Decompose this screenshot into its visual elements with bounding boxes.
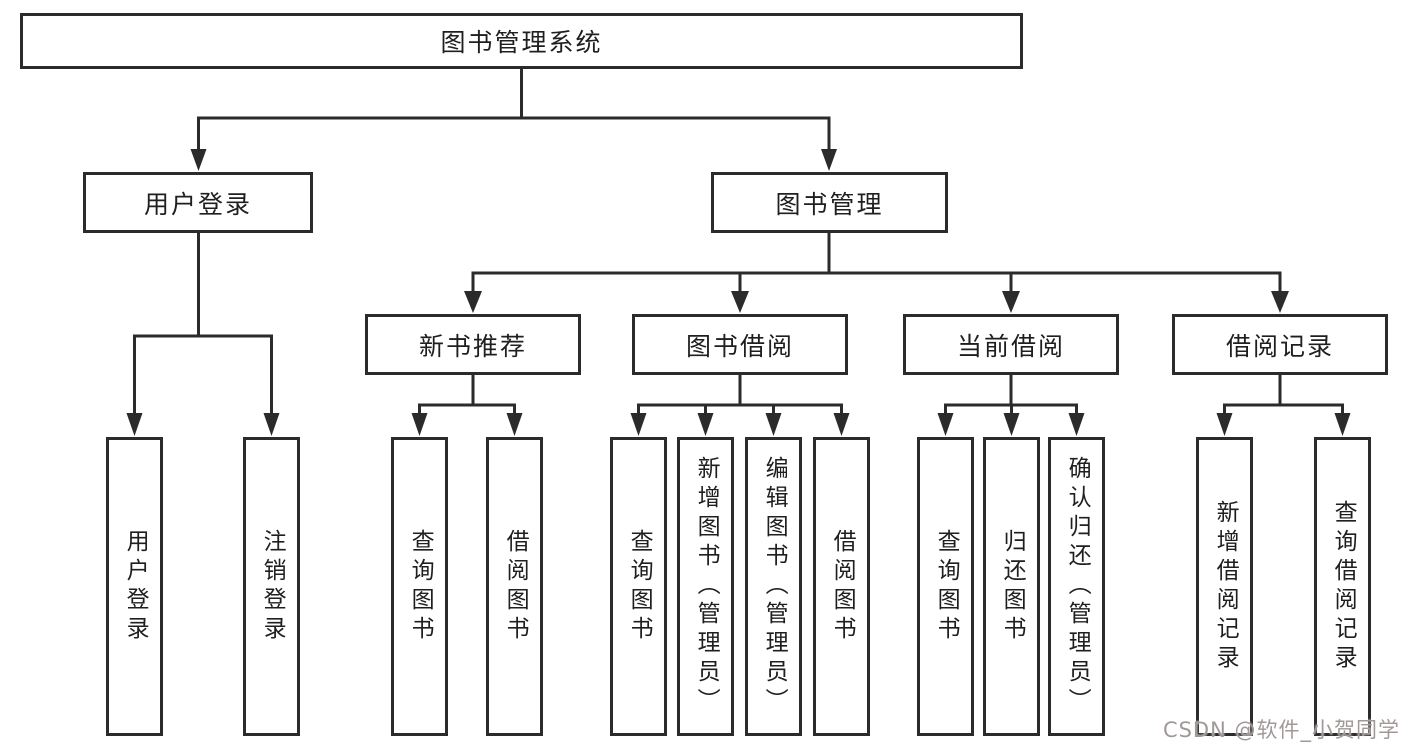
leaf-label: 用户登录 (122, 528, 149, 645)
arrowhead-icon (464, 291, 482, 313)
connector-bookmgmt-to-level3 (464, 233, 1289, 313)
arrowhead-icon (821, 149, 837, 171)
node-borrowing-records: 借阅记录 (1172, 314, 1388, 375)
arrowhead-icon (1271, 291, 1289, 313)
node-new-book-recommend: 新书推荐 (365, 314, 581, 375)
leaf-query-borrow-record: 查询借阅记录 (1314, 437, 1371, 736)
arrowhead-icon (506, 413, 523, 436)
arrowhead-icon (731, 291, 749, 313)
arrowhead-icon (190, 149, 207, 171)
leaf-label: 查询图书 (407, 528, 434, 645)
leaf-label: 新增图书（管理员） (693, 456, 720, 717)
node-library-system: 图书管理系统 (20, 13, 1023, 69)
leaf-edit-books-admin: 编辑图书（管理员） (745, 437, 802, 736)
connector-current-to-leaves (937, 375, 1085, 436)
node-user-login: 用户登录 (83, 172, 313, 233)
node-book-borrowing: 图书借阅 (632, 314, 848, 375)
arrowhead-icon (263, 413, 280, 436)
leaf-label: 编辑图书（管理员） (761, 456, 788, 717)
connector-root-to-level2 (190, 69, 837, 171)
leaf-add-borrow-record: 新增借阅记录 (1196, 437, 1253, 736)
leaf-return-books: 归还图书 (983, 437, 1040, 736)
leaf-label: 查询图书 (933, 528, 960, 645)
leaf-label: 注销登录 (259, 528, 286, 645)
leaf-add-books-admin: 新增图书（管理员） (677, 437, 734, 736)
leaf-logout-login: 注销登录 (243, 437, 300, 736)
arrowhead-icon (833, 413, 850, 436)
arrowhead-icon (937, 413, 954, 436)
arrowhead-icon (697, 413, 714, 436)
arrowhead-icon (1334, 413, 1351, 436)
arrowhead-icon (126, 413, 143, 436)
leaf-label: 借阅图书 (502, 528, 529, 645)
connector-records-to-leaves (1216, 375, 1351, 436)
leaf-borrow-books-borrowing: 借阅图书 (813, 437, 870, 736)
leaf-query-books-current: 查询图书 (917, 437, 974, 736)
arrowhead-icon (765, 413, 782, 436)
connector-borrowing-to-leaves (630, 375, 850, 436)
arrowhead-icon (1002, 291, 1020, 313)
leaf-label: 查询图书 (626, 528, 653, 645)
connector-userlogin-to-leaves (126, 232, 280, 436)
arrowhead-icon (1003, 413, 1020, 436)
csdn-watermark: CSDN @软件_小贺同学 (1162, 718, 1400, 742)
arrowhead-icon (1216, 413, 1233, 436)
leaf-label: 确认归还（管理员） (1064, 456, 1091, 717)
connector-newbook-to-leaves (411, 375, 523, 436)
arrowhead-icon (630, 413, 647, 436)
leaf-user-login: 用户登录 (106, 437, 163, 736)
leaf-borrow-books-recommend: 借阅图书 (486, 437, 543, 736)
leaf-label: 归还图书 (999, 528, 1026, 645)
arrowhead-icon (1068, 413, 1085, 436)
leaf-label: 查询借阅记录 (1330, 499, 1357, 674)
leaf-query-books-recommend: 查询图书 (391, 437, 448, 736)
leaf-query-books-borrowing: 查询图书 (610, 437, 667, 736)
node-book-management: 图书管理 (711, 172, 948, 233)
arrowhead-icon (411, 413, 428, 436)
node-current-borrowing: 当前借阅 (903, 314, 1119, 375)
leaf-label: 新增借阅记录 (1212, 499, 1239, 674)
leaf-label: 借阅图书 (829, 528, 856, 645)
leaf-confirm-return-admin: 确认归还（管理员） (1048, 437, 1105, 736)
